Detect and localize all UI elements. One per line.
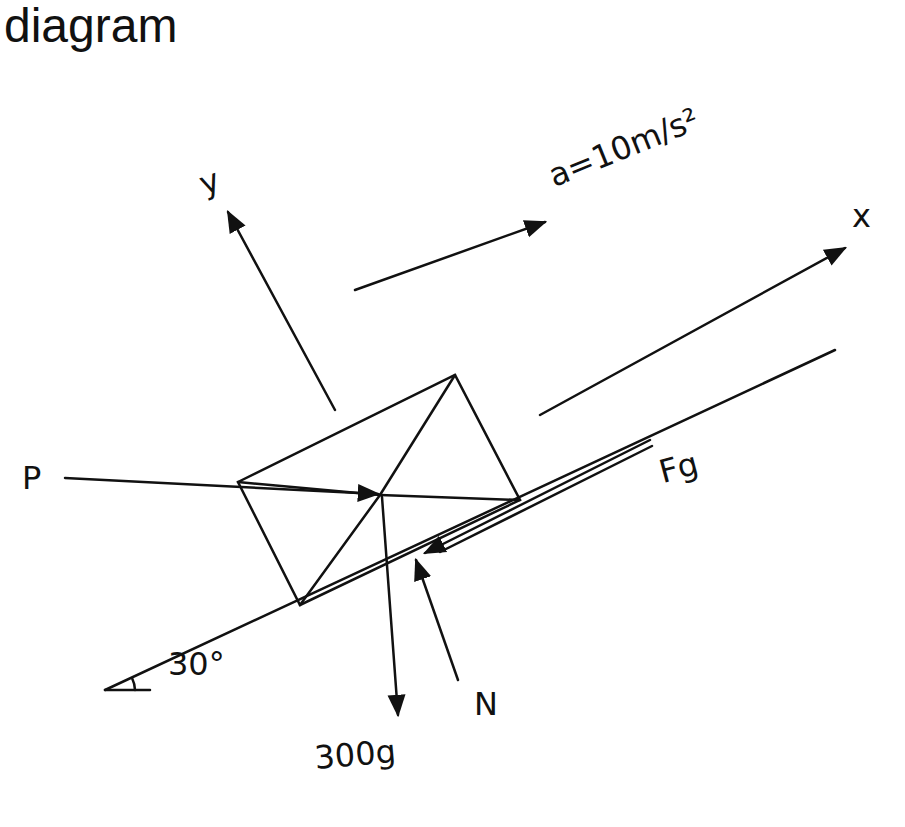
friction-arrow [425,440,650,553]
block-line [380,495,520,500]
weight-arrow [382,497,398,715]
incline-surface [105,350,835,690]
incline-base [105,689,150,692]
block-line [300,495,380,605]
push-force-arrow [65,478,378,494]
normal-force-arrow [416,560,458,680]
friction-arrow [440,446,652,552]
angle-arc [132,678,135,690]
force-label: P [22,462,41,494]
y-axis [228,212,335,410]
acceleration-arrow [355,222,545,290]
force-label: 300g [313,735,397,774]
force-label: a=10m/s² [544,103,703,192]
force-label: Fg [656,447,702,488]
block-line [380,375,455,495]
title: diagram [4,2,177,50]
force-label: y [195,163,224,200]
force-label: x [852,200,871,232]
force-label: 30° [168,648,225,680]
x-axis [540,248,845,415]
force-label: N [474,688,498,720]
